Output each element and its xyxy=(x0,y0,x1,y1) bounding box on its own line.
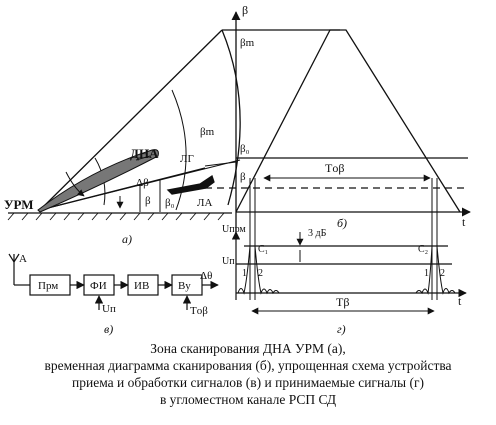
figure-caption: Зона сканирования ДНА УРМ (а), временная… xyxy=(0,340,496,408)
delta-theta-label: Δθ xyxy=(200,270,212,282)
u-prm-label: Uпрм xyxy=(222,224,246,235)
lg-label: ЛГ xyxy=(180,153,194,165)
block-vu-label: Ву xyxy=(178,280,191,292)
panel-a-letter: а) xyxy=(122,232,132,246)
beta-0-label-a: β₀ xyxy=(165,197,175,209)
pulses-right xyxy=(415,245,456,295)
arc-inner xyxy=(171,89,187,211)
dna-label: ДНА xyxy=(130,146,159,161)
beta-0-label-b: β₀ xyxy=(240,143,250,155)
block-fi-label: ФИ xyxy=(90,280,107,292)
beam-motion-arrow xyxy=(65,171,85,197)
t-beta-label: Tβ xyxy=(336,295,349,309)
beta-label-b: β xyxy=(240,171,246,183)
antenna-icon xyxy=(8,253,20,264)
t-label-b: t xyxy=(462,215,466,229)
urm-label: УРМ xyxy=(4,197,34,212)
period-label: Tоβ xyxy=(325,161,344,175)
t-label-g: t xyxy=(458,294,462,308)
caption-line-4: в угломестном канале РСП СД xyxy=(159,392,337,407)
panel-v-letter: в) xyxy=(104,322,113,336)
un-label-v: Uп xyxy=(102,303,116,315)
scan-diagram: УРМ ДНА ЛГ ЛА βm Δβ β β₀ а) β βm β₀ β Tо… xyxy=(4,3,471,336)
panel-b xyxy=(204,11,471,300)
db-label: 3 дБ xyxy=(308,228,327,239)
antenna-label: A xyxy=(19,253,27,265)
caption-line-1: Зона сканирования ДНА УРМ (а), xyxy=(150,341,346,356)
caption-line-2: временная диаграмма сканирования (б), уп… xyxy=(44,358,452,373)
delta-beta-label: Δβ xyxy=(136,177,149,189)
panel-g xyxy=(231,231,467,315)
c2-label: C₂ xyxy=(418,244,428,255)
un-label-g: Uп xyxy=(222,256,235,267)
panel-v xyxy=(8,253,219,310)
upper-scan-line xyxy=(39,29,223,211)
label-1-right: 1 xyxy=(424,268,429,279)
beta-label-a: β xyxy=(145,195,151,207)
c1-label: C₁ xyxy=(258,244,268,255)
label-2-right: 2 xyxy=(440,268,445,279)
beta-axis-label: β xyxy=(242,3,248,17)
label-1-left: 1 xyxy=(242,268,247,279)
ground-hatch xyxy=(7,212,225,221)
caption-line-3: приема и обработки сигналов (в) и приним… xyxy=(72,375,424,390)
block-prm-label: Прм xyxy=(38,280,58,292)
panel-g-letter: г) xyxy=(337,322,346,336)
beta-m-label-a: βm xyxy=(200,126,215,138)
la-label: ЛА xyxy=(197,197,212,209)
panel-b-letter: б) xyxy=(337,216,347,230)
block-iv-label: ИВ xyxy=(134,280,149,292)
aircraft-icon xyxy=(166,174,215,195)
pulses-left xyxy=(237,245,280,295)
antenna-beam xyxy=(37,149,159,213)
t-label-v: Tоβ xyxy=(190,305,208,317)
scan-profile xyxy=(235,29,461,213)
beta-m-label-b: βm xyxy=(240,37,255,49)
panel-a xyxy=(7,29,241,221)
arc-beta-m xyxy=(221,29,241,206)
label-2-left: 2 xyxy=(258,268,263,279)
